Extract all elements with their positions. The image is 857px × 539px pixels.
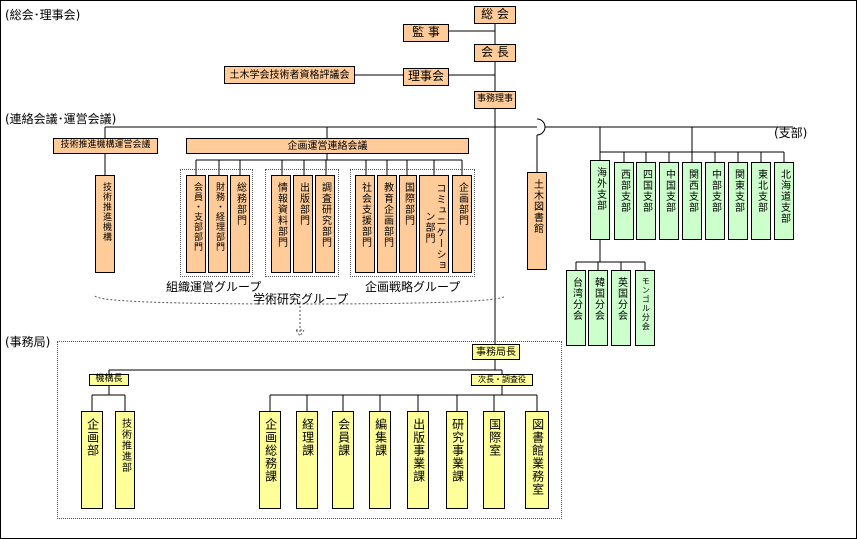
section-general-label: (総会･理事会) (5, 8, 81, 22)
section-branches-label: (支部) (774, 126, 808, 140)
library-box: 土木図書館 (527, 172, 547, 270)
branch-overseas: 海外支部 (590, 160, 610, 240)
qualification-council-box: 土木学会技術者資格評議会 (224, 66, 355, 84)
dept-general-affairs: 総務部門 (230, 175, 250, 273)
board-box: 理事会 (403, 68, 449, 86)
branch-shikoku: 四国支部 (636, 162, 656, 240)
dept-finance: 財務・経理部門 (208, 175, 228, 273)
strategy-group-frame (350, 169, 475, 277)
sec-publishing-business: 出版事業課 (407, 411, 429, 509)
dept-social-support: 社会支援部門 (355, 175, 375, 273)
sub-mongolia: モンゴル分会 (635, 270, 655, 346)
org-group-label: 組織運営グループ (166, 280, 262, 294)
auditor-box: 監 事 (403, 24, 449, 42)
sub-uk: 英国分会 (611, 270, 631, 346)
research-group-frame (265, 169, 339, 277)
planning-council-box: 企画運営連絡会議 (186, 138, 469, 154)
secretary-general-box: 事務局長 (472, 344, 520, 360)
research-group-label: 学術研究グループ (253, 292, 349, 306)
sec-international-office: 国際室 (483, 411, 505, 509)
sec-accounting: 経理課 (296, 411, 318, 509)
dept-tech-promo-office: 技術推進部 (115, 411, 135, 509)
deputy-head-box: 機構長 (89, 374, 129, 386)
deputy-sec-box: 次長・調査役 (471, 374, 533, 386)
section-liaison-label: (連絡会議･運営会議) (5, 112, 117, 126)
president-box: 会 長 (474, 44, 516, 62)
branch-tohoku: 東北支部 (751, 162, 771, 240)
branch-kansai: 関西支部 (682, 162, 702, 240)
section-secretariat-label: (事務局) (5, 335, 51, 349)
dept-member-branch: 会員・支部部門 (186, 175, 206, 273)
branch-kanto: 関東支部 (728, 162, 748, 240)
sec-editing: 編集課 (369, 411, 391, 509)
dept-planning: 企画部門 (452, 175, 472, 273)
dept-planning-office: 企画部 (81, 411, 103, 509)
tech-promo-org-box: 技術推進機構 (95, 175, 115, 273)
sec-planning-general: 企画総務課 (259, 411, 281, 509)
branch-chubu: 中部支部 (705, 162, 725, 240)
dept-info-materials: 情報資料部門 (271, 175, 291, 273)
dept-communication: コミュニケーション部門 (419, 175, 449, 273)
branch-chugoku: 中国支部 (659, 162, 679, 240)
sec-research-business: 研究事業課 (446, 411, 468, 509)
dept-international: 国際部門 (399, 175, 417, 273)
dept-research: 調査研究部門 (315, 175, 335, 273)
secretariat-frame (57, 341, 562, 519)
strategy-group-label: 企画戦略グループ (365, 280, 461, 294)
branch-hokkaido: 北海道支部 (774, 162, 794, 240)
dept-education: 教育企画部門 (377, 175, 397, 273)
sec-library-office: 図書館業務室 (525, 411, 549, 509)
branch-west: 西部支部 (614, 162, 634, 240)
sub-korea: 韓国分会 (588, 270, 608, 346)
executive-director-box: 事務理事 (474, 91, 516, 109)
general-meeting-box: 総 会 (474, 6, 516, 24)
sec-membership: 会員課 (332, 411, 354, 509)
dept-publishing: 出版部門 (293, 175, 313, 273)
tech-promo-council-box: 技術推進機構運営会議 (53, 138, 158, 154)
sub-taiwan: 台湾分会 (566, 270, 586, 346)
org-group-frame (180, 169, 253, 277)
